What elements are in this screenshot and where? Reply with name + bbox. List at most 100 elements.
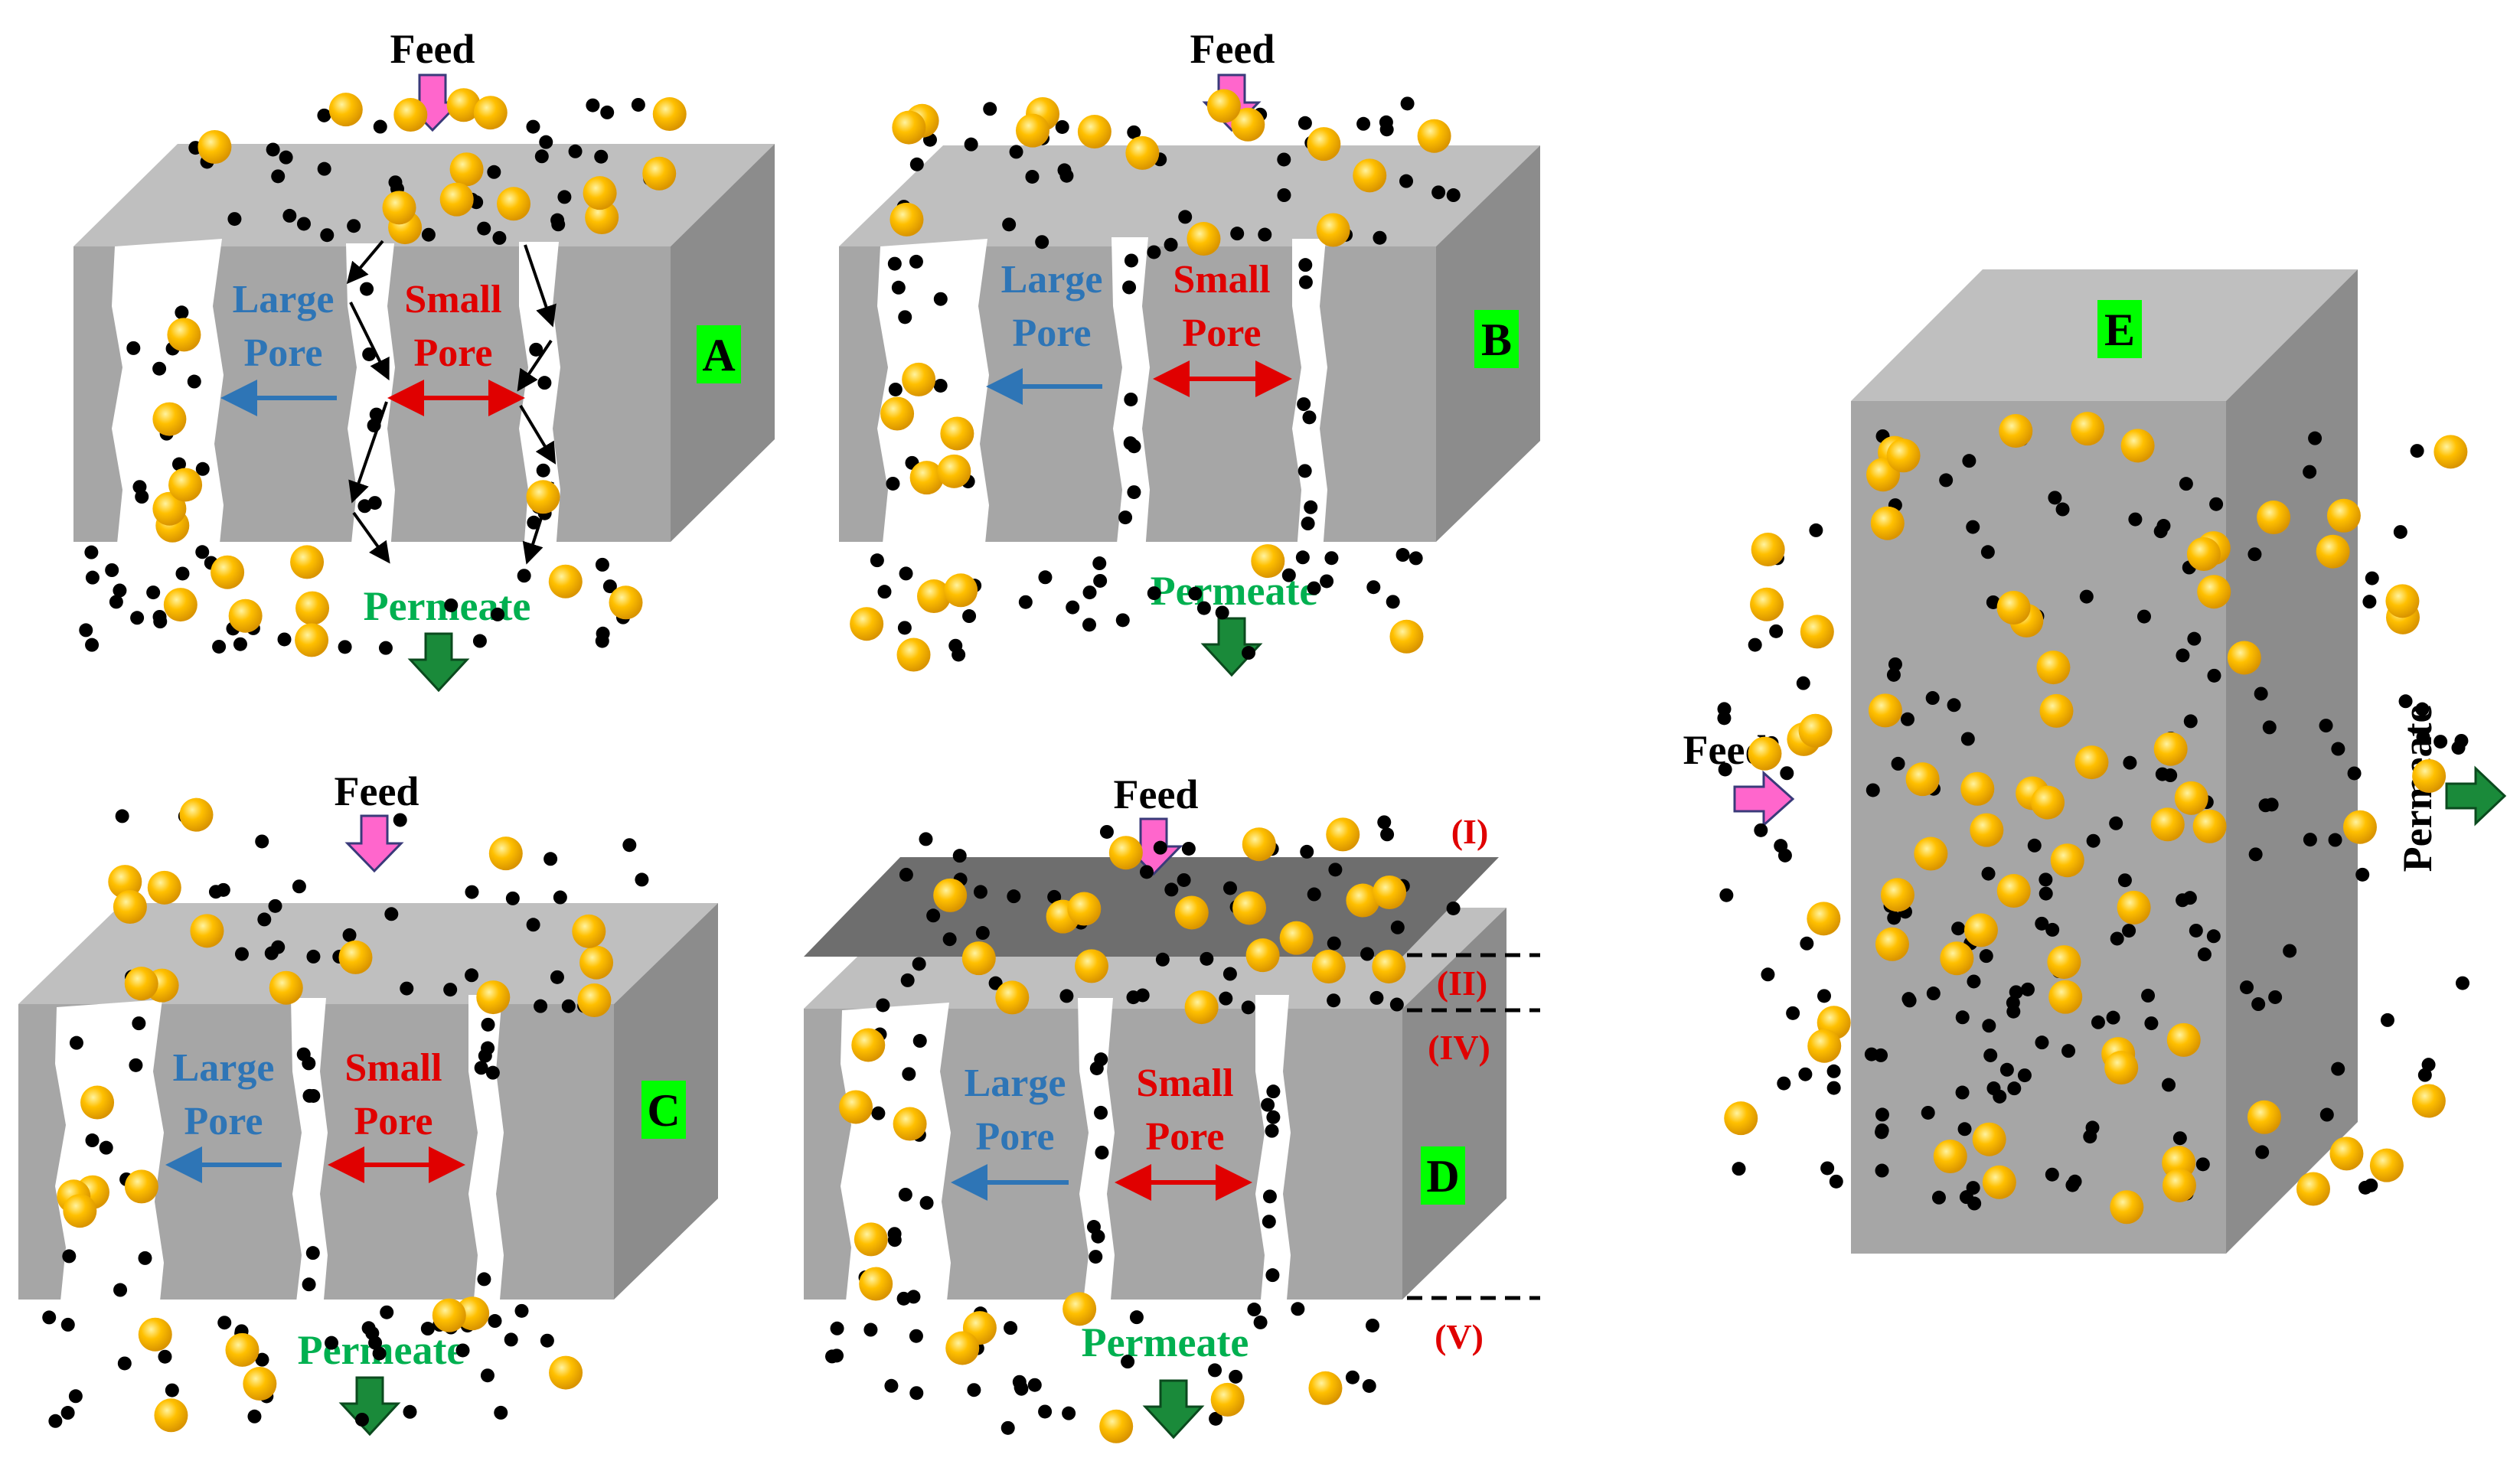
black-particle [1266,1084,1281,1099]
black-particle [891,280,906,295]
black-particle [909,254,923,269]
black-particle [491,607,505,621]
gold-particle [1972,1122,2006,1156]
black-particle [2144,1016,2159,1031]
black-particle [942,932,957,947]
black-particle [2123,755,2137,770]
gold-particle [1245,938,1280,973]
black-particle [975,926,990,941]
panel-d-layer-lines [1407,953,1540,1300]
gold-particle [488,836,523,871]
black-particle [1047,889,1062,904]
black-particle [1307,887,1321,902]
black-particle [2207,668,2221,683]
black-particle [1223,881,1238,895]
black-particle [2109,816,2123,830]
black-particle [2240,980,2254,995]
gold-particle [476,980,511,1015]
black-particle [421,227,436,242]
black-particle [317,108,331,122]
gold-particle [108,865,142,899]
black-particle [933,292,948,306]
black-particle [60,1317,75,1332]
black-particle [2248,847,2263,862]
black-particle [1980,545,1995,559]
black-particle [1769,624,1784,638]
black-particle [1379,122,1394,137]
panel-c-large-pore [55,1000,164,1309]
gold-particle [2342,810,2377,844]
black-particle [2176,648,2190,663]
gold-particle [1807,1029,1842,1063]
black-particle [534,999,548,1013]
black-particle [1300,844,1314,859]
black-particle [325,1335,339,1350]
black-particle [2187,631,2202,646]
black-particle [1153,840,1167,855]
black-particle [1177,872,1191,887]
black-particle [1986,595,2000,609]
black-particle [1092,556,1107,571]
black-particle [596,626,610,641]
black-particle [1983,1048,1998,1062]
black-particle [1126,990,1141,1005]
black-particle [1127,485,1141,500]
gold-particle [1242,827,1276,862]
black-particle [477,1272,491,1287]
black-particle [1390,920,1405,934]
black-particle [1147,245,1161,259]
gold-particle [585,201,619,235]
gold-particle [1868,693,1902,728]
black-particle [1732,1162,1746,1176]
black-particle [871,1106,886,1120]
black-particle [2416,730,2430,745]
black-particle [115,809,129,823]
gold-particle [917,579,952,614]
black-particle [863,1322,878,1337]
gold-particle [579,945,614,980]
black-particle [962,609,977,624]
black-particle [1875,1163,1889,1178]
panel-c-large-pore-label-1: Large [173,1046,275,1090]
black-particle [1164,882,1179,897]
black-particle [1229,1369,1243,1384]
gold-particle [243,1367,277,1401]
panel-d-small-pore-label-1: Small [1136,1062,1233,1105]
gold-particle [1940,941,1974,976]
black-particle [393,813,407,827]
black-particle [557,190,572,204]
gold-particle [2192,809,2227,843]
gold-particle [393,98,428,132]
black-particle [135,490,149,504]
black-particle [1399,174,1414,188]
gold-particle [1800,615,1834,649]
black-particle [195,545,210,559]
black-particle [919,1195,934,1210]
black-particle [1320,574,1334,589]
black-particle [1431,185,1446,200]
black-particle [1931,1190,1946,1205]
gold-particle [1389,619,1424,654]
black-particle [117,1356,132,1371]
black-particle [443,983,458,997]
black-particle [302,1056,316,1071]
black-particle [1820,1161,1835,1176]
gold-particle [583,176,617,210]
panel-e-badge [2097,300,2142,358]
gold-particle [1933,1140,1967,1174]
black-particle [465,885,479,899]
gold-particle [1206,89,1241,123]
black-particle [2035,916,2049,931]
gold-particle [1307,127,1341,161]
black-particle [1025,169,1040,184]
gold-particle [179,797,214,832]
gold-particle [890,202,924,236]
black-particle [1328,863,1343,877]
gold-particle [933,878,968,912]
black-particle [152,361,167,376]
black-particle [2209,497,2224,511]
black-particle [898,1187,912,1202]
panel-c-permeate-arrow [338,1376,401,1437]
panel-a-small-pore-label-1: Small [404,278,501,321]
black-particle [2020,982,2035,996]
